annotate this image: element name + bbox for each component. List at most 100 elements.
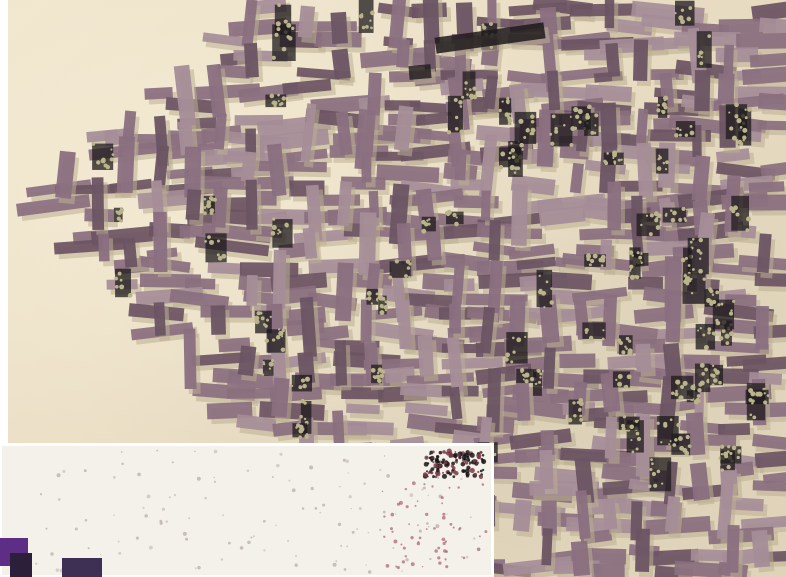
lichen-patch: [370, 364, 385, 384]
bark-strip: [689, 462, 710, 501]
inset-speck: [350, 507, 352, 510]
inset-speck: [433, 527, 436, 530]
bark-strip: [173, 64, 197, 129]
inset-speck: [204, 496, 207, 500]
inset-speck: [383, 515, 386, 518]
lichen-patch: [736, 107, 752, 146]
inset-speck: [480, 457, 484, 461]
bark-strip: [185, 189, 202, 221]
bark-strip: [752, 480, 786, 493]
inset-speck: [322, 503, 326, 507]
bark-strip: [335, 111, 353, 156]
bark-strip: [331, 48, 351, 80]
inset-speck: [465, 555, 469, 559]
inset-speck: [262, 519, 266, 523]
inset-speck: [213, 480, 216, 483]
bark-strip: [716, 162, 777, 181]
inset-speck: [159, 519, 163, 523]
inset-speck: [246, 469, 250, 473]
lichen-patch: [203, 195, 217, 216]
inset-speck: [343, 568, 347, 571]
inset-speck: [440, 460, 444, 464]
bark-strip: [541, 500, 557, 536]
bark-strip: [488, 466, 518, 480]
bark-strip: [635, 108, 649, 146]
inset-speck: [461, 556, 463, 558]
inset-speck: [121, 462, 124, 466]
inset-speck: [358, 507, 362, 510]
inset-speck: [458, 528, 461, 531]
bark-strip: [478, 134, 498, 198]
inset-speck: [348, 495, 352, 499]
inset-speck: [50, 552, 54, 556]
bark-strip: [569, 3, 637, 17]
inset-speck: [342, 458, 346, 462]
bark-strip: [584, 84, 633, 103]
inset-speck: [112, 476, 116, 479]
inset-speck: [434, 549, 438, 553]
inset-speck: [332, 562, 337, 567]
inset-speck: [197, 565, 201, 570]
bark-strip: [416, 129, 451, 142]
inset-speck: [481, 454, 485, 457]
inset-speck: [383, 455, 386, 457]
bark-strip: [726, 524, 740, 573]
bark-strip: [736, 32, 786, 50]
bark-strip: [153, 211, 168, 273]
bark-strip: [604, 0, 615, 29]
inset-speck: [432, 450, 435, 454]
bark-strip: [479, 306, 496, 354]
inset-speck: [451, 461, 455, 466]
inset-speck: [194, 450, 196, 453]
inset-speck: [250, 536, 253, 539]
inset-speck: [462, 556, 466, 560]
inset-speck: [156, 449, 159, 452]
lichen-patch: [674, 0, 695, 26]
inset-speck: [287, 539, 290, 542]
bark-strip: [612, 400, 670, 416]
bark-strip: [334, 340, 348, 386]
inset-speck: [137, 472, 141, 477]
lichen-patch: [628, 247, 643, 280]
inset-speck: [408, 523, 411, 525]
inset-speck: [465, 472, 468, 475]
bark-strip: [512, 499, 532, 532]
bark-strip: [488, 220, 501, 261]
bark-strip: [559, 353, 596, 369]
inset-speck: [301, 507, 305, 510]
bark-strip: [191, 351, 253, 367]
inset-speck: [252, 535, 256, 538]
inset-speck: [117, 540, 120, 543]
lichen-patch: [421, 216, 436, 234]
inset-speck: [392, 546, 395, 550]
inset-speck: [456, 453, 460, 457]
bark-strip: [602, 294, 618, 347]
bark-strip: [486, 368, 502, 433]
inset-speck: [473, 472, 477, 476]
inset-speck: [213, 476, 215, 479]
bark-strip: [330, 11, 348, 45]
lichen-patch: [567, 398, 584, 425]
inset-speck: [222, 514, 225, 517]
inset-speck: [418, 536, 422, 540]
bark-strip: [210, 305, 226, 335]
bark-strip: [506, 70, 548, 86]
inset-speck: [309, 465, 314, 470]
inset-speck: [435, 454, 440, 459]
lichen-patch: [377, 294, 389, 316]
inset-speck: [314, 507, 318, 510]
bark-strip: [599, 102, 618, 151]
inset-speck: [430, 459, 434, 462]
inset-speck: [441, 537, 446, 542]
bark-strip: [388, 0, 408, 49]
inset-speck: [367, 531, 370, 534]
bark-strip: [334, 262, 354, 322]
inset-speck: [62, 469, 66, 473]
lichen-patch: [507, 141, 524, 177]
bark-strip: [604, 416, 618, 459]
bark-strip: [579, 227, 615, 241]
bark-strip: [591, 563, 625, 577]
lichen-patch: [704, 287, 721, 307]
inset-speck: [319, 511, 322, 514]
inset-strip: [10, 553, 32, 577]
